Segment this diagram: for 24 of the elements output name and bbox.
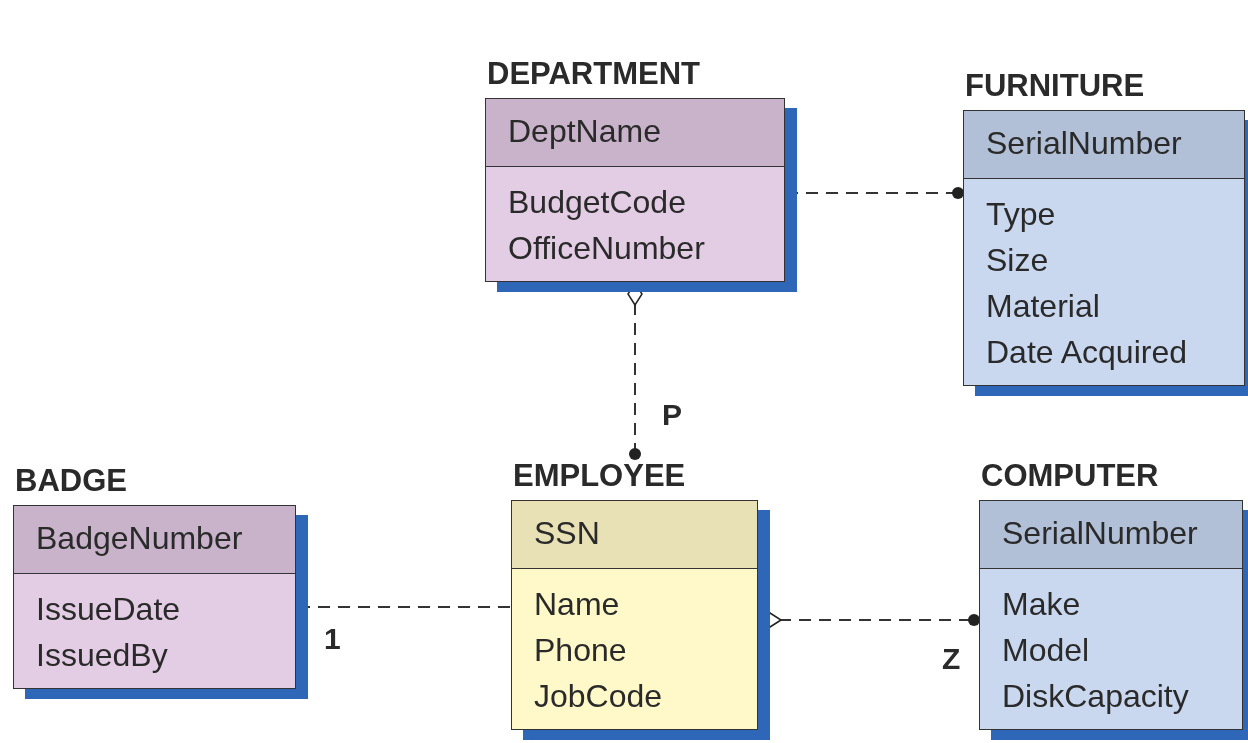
attribute-name: JobCode xyxy=(534,677,664,716)
key-attribute: SSN xyxy=(512,501,757,569)
attribute-name: Date Acquired xyxy=(986,333,1188,372)
attribute-name: Name xyxy=(534,585,621,624)
key-attribute: BadgeNumber xyxy=(14,506,295,574)
attribute-name: Material xyxy=(986,287,1101,326)
key-attribute: DeptName xyxy=(486,99,784,167)
attribute-name: Make xyxy=(1002,585,1082,624)
attribute-name: Size xyxy=(986,241,1050,280)
attribute-name: IssueDate xyxy=(36,590,182,629)
attribute-name: BudgetCode xyxy=(508,183,687,222)
attribute-name: Type xyxy=(986,195,1057,234)
attribute-name: Phone xyxy=(534,631,628,670)
attribute-name: IssuedBy xyxy=(36,636,169,675)
attribute-name: OfficeNumber xyxy=(508,229,706,268)
entity-name: EMPLOYEE xyxy=(513,458,686,494)
entity-name: COMPUTER xyxy=(981,458,1159,494)
key-attribute: SerialNumber xyxy=(980,501,1242,569)
attribute-name: Model xyxy=(1002,631,1091,670)
key-attribute: SerialNumber xyxy=(964,111,1244,179)
attribute-name: DiskCapacity xyxy=(1002,677,1190,716)
entity-name: BADGE xyxy=(15,463,127,499)
entity-name: DEPARTMENT xyxy=(487,56,700,92)
entity-name: FURNITURE xyxy=(965,68,1145,104)
